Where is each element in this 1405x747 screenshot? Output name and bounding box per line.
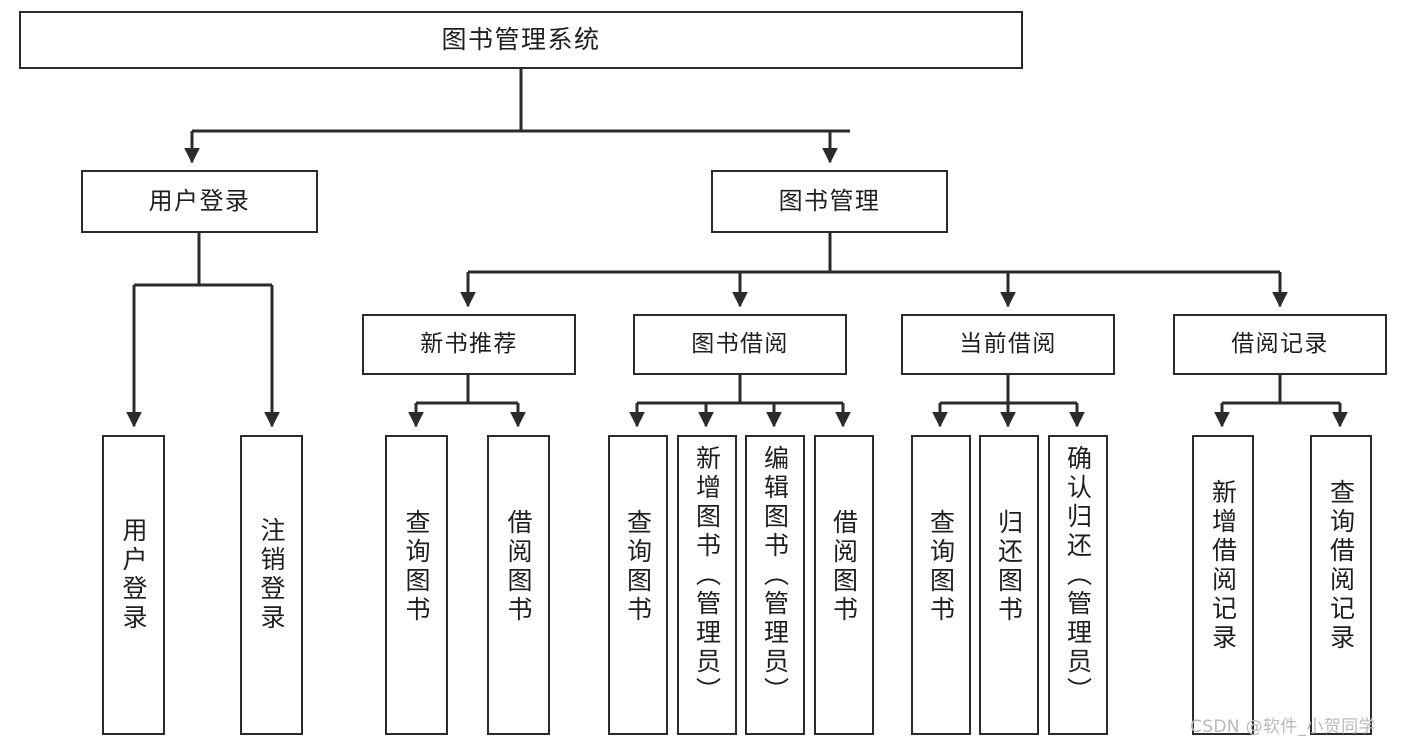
- node-label: 查询图书: [926, 509, 956, 625]
- node-label: 编辑图书（管理员）: [760, 445, 790, 706]
- node-label: 查询图书: [623, 509, 653, 625]
- node-label: 借阅记录: [1231, 331, 1329, 358]
- node-label: 新书推荐: [420, 331, 518, 358]
- node-root-book-management-system[interactable]: 图书管理系统: [19, 11, 1023, 69]
- leaf-borrow-add-book-admin[interactable]: 新增图书（管理员）: [677, 435, 737, 735]
- csdn-watermark: CSDN @软件_小贺同学: [1190, 717, 1376, 737]
- node-label: 当前借阅: [959, 331, 1057, 358]
- node-label: 新增图书（管理员）: [692, 445, 722, 706]
- node-label: 查询图书: [402, 509, 431, 625]
- leaf-borrow-query-book[interactable]: 查询图书: [608, 435, 668, 735]
- node-label: 用户登录: [148, 186, 251, 215]
- node-new-book-recommend[interactable]: 新书推荐: [362, 314, 576, 375]
- leaf-current-query-book[interactable]: 查询图书: [911, 435, 971, 735]
- leaf-records-query-record[interactable]: 查询借阅记录: [1310, 435, 1372, 735]
- leaf-newbook-borrow-book[interactable]: 借阅图书: [487, 435, 550, 735]
- node-label: 归还图书: [994, 509, 1024, 625]
- leaf-borrow-edit-book-admin[interactable]: 编辑图书（管理员）: [745, 435, 805, 735]
- node-user-login[interactable]: 用户登录: [81, 170, 318, 233]
- node-label: 借阅图书: [504, 509, 533, 625]
- node-label: 注销登录: [257, 517, 286, 633]
- node-label: 图书借阅: [691, 331, 789, 358]
- leaf-borrow-borrow-book[interactable]: 借阅图书: [814, 435, 874, 735]
- node-label: 新增借阅记录: [1208, 479, 1238, 653]
- leaf-user-login[interactable]: 用户登录: [102, 435, 165, 735]
- leaf-newbook-query-book[interactable]: 查询图书: [385, 435, 448, 735]
- leaf-current-return-book[interactable]: 归还图书: [979, 435, 1039, 735]
- node-label: 用户登录: [119, 517, 148, 633]
- node-label: 借阅图书: [829, 509, 859, 625]
- leaf-logout[interactable]: 注销登录: [240, 435, 303, 735]
- leaf-current-confirm-return-admin[interactable]: 确认归还（管理员）: [1048, 435, 1108, 735]
- node-label: 确认归还（管理员）: [1063, 445, 1093, 706]
- node-label: 图书管理: [778, 186, 881, 215]
- node-book-management[interactable]: 图书管理: [711, 170, 948, 233]
- leaf-records-add-record[interactable]: 新增借阅记录: [1192, 435, 1254, 735]
- node-current-borrow[interactable]: 当前借阅: [901, 314, 1115, 375]
- node-book-borrow[interactable]: 图书借阅: [633, 314, 847, 375]
- node-borrow-records[interactable]: 借阅记录: [1173, 314, 1387, 375]
- node-label: 查询借阅记录: [1326, 479, 1356, 653]
- node-label: 图书管理系统: [441, 24, 601, 54]
